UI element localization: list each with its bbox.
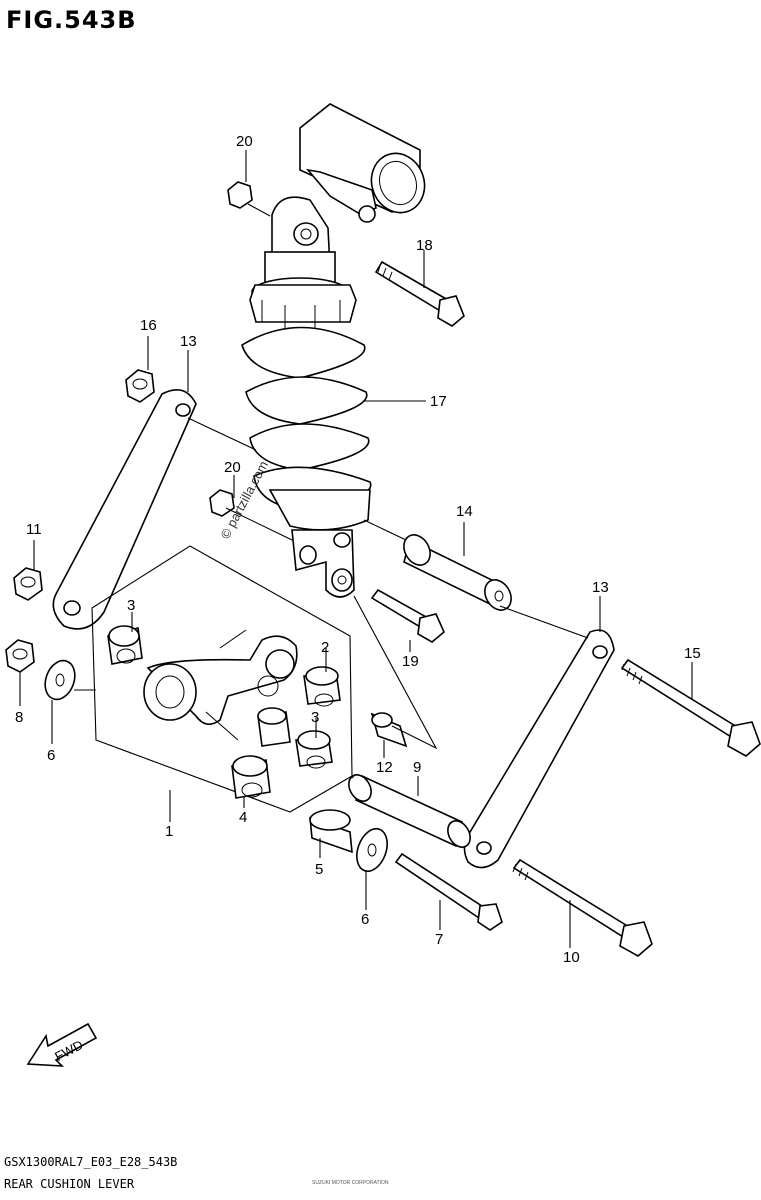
spacer-lever <box>257 707 291 747</box>
callout-16: 16 <box>140 317 157 334</box>
spacer-12 <box>370 712 408 748</box>
callout-11: 11 <box>26 521 42 538</box>
cushion-rod-left <box>52 388 197 630</box>
callout-12: 12 <box>376 759 393 776</box>
callout-leaders <box>19 150 693 948</box>
callout-13-left: 13 <box>180 333 197 350</box>
cushion-rod-right <box>463 629 615 869</box>
nut-16 <box>125 369 155 403</box>
fwd-arrow-icon: FWD <box>26 1022 98 1067</box>
callout-20-lower: 20 <box>224 459 241 476</box>
callout-6-right: 6 <box>361 911 369 928</box>
callout-14: 14 <box>456 503 473 520</box>
callout-7: 7 <box>435 931 443 948</box>
model-code: GSX1300RAL7_E03_E28_543B <box>4 1155 177 1169</box>
callout-15: 15 <box>684 645 701 662</box>
callout-8: 8 <box>15 709 23 726</box>
callout-5: 5 <box>315 861 323 878</box>
rear-shock-absorber <box>241 103 426 598</box>
cushion-lever <box>143 629 298 741</box>
washer-6-right <box>356 827 388 873</box>
callout-6-left: 6 <box>47 747 55 764</box>
callout-3-upper: 3 <box>127 597 135 614</box>
callout-2: 2 <box>321 639 329 656</box>
bolt-7 <box>394 852 503 931</box>
fine-print: SUZUKI MOTOR CORPORATION <box>312 1180 389 1186</box>
callout-13-right: 13 <box>592 579 609 596</box>
callout-4: 4 <box>239 809 247 826</box>
bolt-18 <box>374 260 465 327</box>
bearing-3-upper <box>107 625 143 665</box>
nut-20-upper <box>227 181 253 209</box>
bearing-3-lower <box>295 730 333 769</box>
bolt-19 <box>370 588 445 643</box>
callout-19: 19 <box>402 653 419 670</box>
callout-labels: 20 18 16 13 17 20 11 14 13 15 3 2 3 19 1… <box>15 133 701 966</box>
nut-8 <box>5 639 35 673</box>
figure-title: FIG.543B <box>6 6 137 34</box>
callout-20-upper: 20 <box>236 133 253 150</box>
nut-11 <box>13 567 43 601</box>
spacer-2 <box>303 666 341 707</box>
washer-6-left <box>44 659 76 701</box>
callout-10: 10 <box>563 949 580 966</box>
callout-9: 9 <box>413 759 421 776</box>
callout-3-lower: 3 <box>311 709 319 726</box>
bolt-15 <box>620 658 761 757</box>
callout-18: 18 <box>416 237 433 254</box>
callout-17: 17 <box>430 393 447 410</box>
figure-caption: REAR CUSHION LEVER <box>4 1177 135 1191</box>
bolt-10 <box>512 858 653 957</box>
spacer-5 <box>309 809 353 854</box>
callout-1: 1 <box>165 823 173 840</box>
bearing-4 <box>231 755 271 799</box>
spacer-9 <box>348 774 471 848</box>
assembly-guide-lines <box>74 203 589 779</box>
spacer-14 <box>403 534 512 611</box>
